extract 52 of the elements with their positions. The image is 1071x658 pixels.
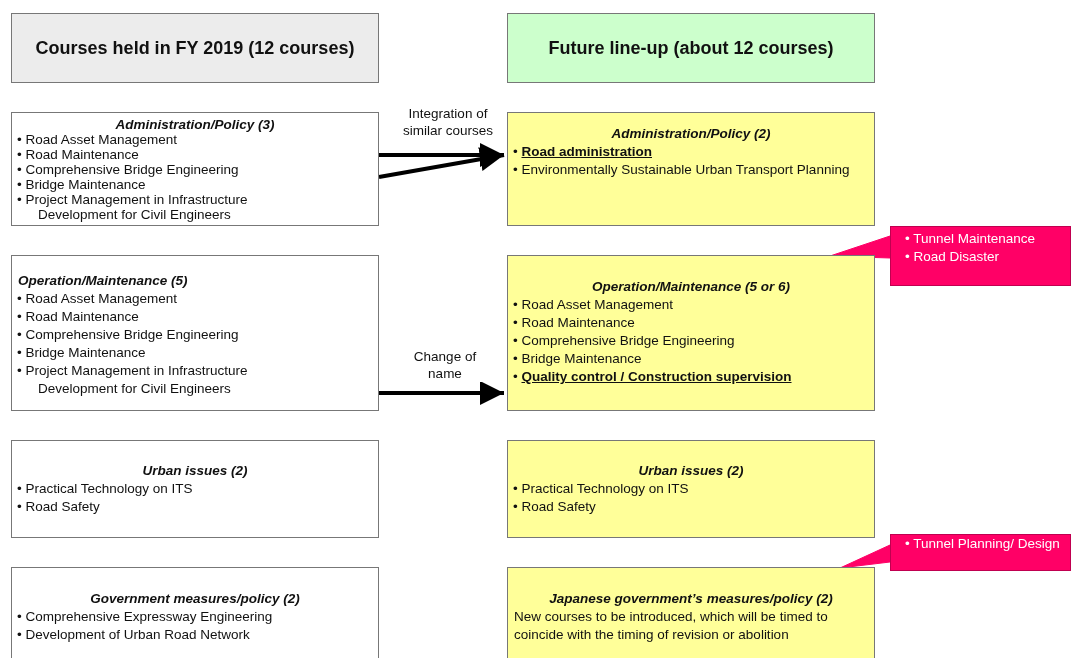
list-item: • Road administration: [512, 143, 653, 161]
list-item: • Comprehensive Bridge Engineering: [512, 332, 736, 350]
list-item: • Comprehensive Bridge Engineering: [16, 162, 240, 177]
list-item: • Comprehensive Expressway Engineering: [16, 608, 274, 626]
section-heading: Japanese government’s measures/policy (2): [548, 590, 834, 608]
column-header-box: [11, 13, 379, 83]
list-item: • Road Maintenance: [16, 147, 140, 162]
section-heading: Administration/Policy (3): [114, 117, 276, 132]
section-heading: Operation/Maintenance (5 or 6): [590, 278, 791, 296]
list-item: • Tunnel Maintenance: [904, 230, 1037, 248]
arrow: [379, 381, 504, 405]
list-item: • Road Maintenance: [512, 314, 636, 332]
course-group-box: [507, 440, 875, 538]
list-item: • Comprehensive Bridge Engineering: [16, 326, 240, 344]
list-item: • Road Safety: [16, 498, 101, 516]
list-item: • Bridge Maintenance: [16, 177, 147, 192]
section-heading: Administration/Policy (2): [610, 125, 772, 143]
list-item: • Road Disaster: [904, 248, 1000, 266]
list-item: • Road Safety: [512, 498, 597, 516]
course-group-box: [11, 255, 379, 411]
course-group-box: [11, 567, 379, 658]
list-item: • Project Management in Infrastructure Development for Civil Engineers: [16, 192, 249, 222]
course-group-box: [11, 440, 379, 538]
list-item: • Environmentally Sustainable Urban Transport Planning: [512, 161, 851, 179]
list-item: • Bridge Maintenance: [16, 344, 147, 362]
callout-pointer: [839, 544, 891, 569]
list-item: • Road Asset Management: [16, 290, 179, 308]
course-group-box: [507, 567, 875, 658]
list-item: • Road Maintenance: [16, 308, 140, 326]
list-item: • Development of Urban Road Network: [16, 626, 251, 644]
list-item: • Road Asset Management: [16, 132, 179, 147]
course-group-box: [507, 112, 875, 226]
list-item: • Project Management in Infrastructure Development for Civil Engineers: [16, 362, 249, 398]
course-group-box: [11, 112, 379, 226]
arrow: [378, 147, 505, 179]
list-item: • Quality control / Construction supervision: [512, 368, 793, 386]
column-title: Courses held in FY 2019 (12 courses): [35, 37, 355, 59]
section-heading: Government measures/policy (2): [89, 590, 301, 608]
column-title: Future line-up (about 12 courses): [548, 37, 834, 59]
callout-box: [890, 226, 1071, 286]
course-group-box: [507, 255, 875, 411]
paragraph-text: New courses to be introduced, which will be timed to coincide with the timing of revision or abolition: [513, 608, 829, 644]
list-item: • Road Asset Management: [512, 296, 675, 314]
section-heading: Operation/Maintenance (5): [17, 272, 189, 290]
list-item: • Bridge Maintenance: [512, 350, 643, 368]
list-item: • Practical Technology on ITS: [16, 480, 194, 498]
section-heading: Urban issues (2): [141, 462, 249, 480]
column-header-box: [507, 13, 875, 83]
section-heading: Urban issues (2): [637, 462, 745, 480]
list-item: • Practical Technology on ITS: [512, 480, 690, 498]
list-item: • Tunnel Planning/ Design: [904, 535, 1061, 552]
arrow: [379, 143, 504, 167]
